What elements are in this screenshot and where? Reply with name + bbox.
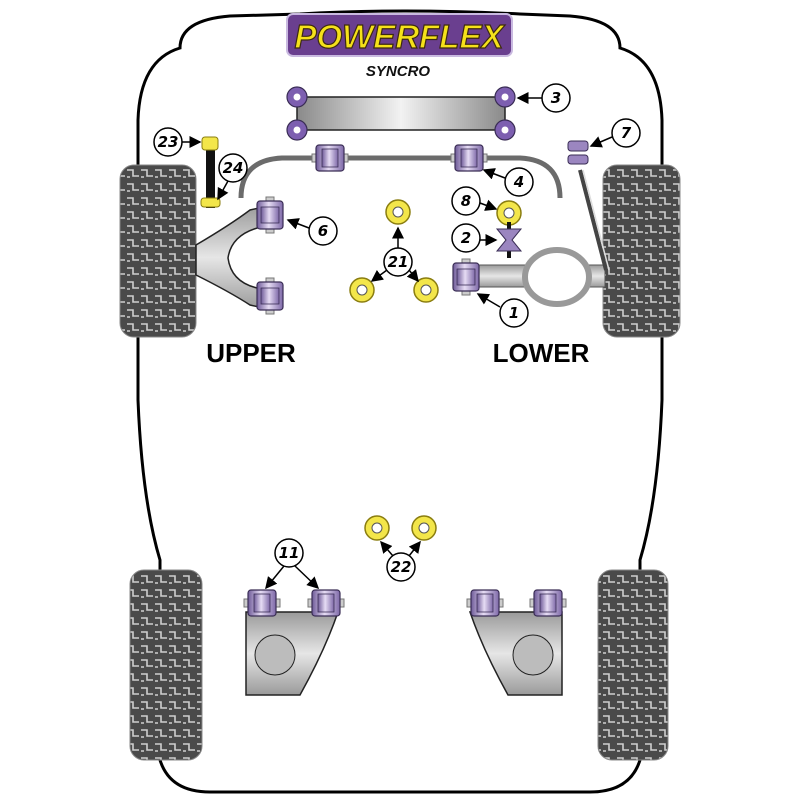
callout-8: 8 bbox=[451, 186, 481, 216]
upper-label: UPPER bbox=[206, 338, 296, 368]
upper-arm-bush-rear bbox=[256, 277, 284, 315]
callout-1: 1 bbox=[499, 298, 529, 328]
svg-text:4: 4 bbox=[513, 173, 524, 191]
svg-text:2: 2 bbox=[461, 229, 471, 247]
anti-roll-bar bbox=[238, 155, 563, 199]
ring-bush-22-right bbox=[411, 515, 437, 541]
strut-top-mount bbox=[567, 140, 610, 271]
drop-link bbox=[200, 136, 221, 208]
svg-text:11: 11 bbox=[279, 544, 300, 562]
front-left-tire bbox=[119, 164, 197, 338]
lower-arm bbox=[452, 247, 606, 307]
callout-4: 4 bbox=[504, 167, 534, 197]
upper-arm-bush-front bbox=[256, 196, 284, 234]
leader-arrows bbox=[182, 92, 613, 590]
svg-text:6: 6 bbox=[318, 222, 328, 240]
front-right-tire bbox=[602, 164, 681, 338]
cone-bush-2 bbox=[495, 222, 523, 258]
callout-21: 21 bbox=[383, 247, 413, 277]
top-link-bar bbox=[286, 86, 516, 141]
lower-label: LOWER bbox=[493, 338, 590, 368]
svg-text:7: 7 bbox=[621, 124, 632, 142]
rear-right-trailing-arm bbox=[466, 589, 567, 696]
callout-22: 22 bbox=[386, 552, 416, 582]
callout-2: 2 bbox=[451, 223, 481, 253]
rear-right-tire bbox=[597, 569, 669, 761]
svg-text:POWERFLEX: POWERFLEX bbox=[294, 18, 505, 55]
svg-text:23: 23 bbox=[158, 133, 179, 151]
callout-3: 3 bbox=[541, 83, 571, 113]
svg-text:1: 1 bbox=[509, 304, 519, 322]
ring-bush-21-right bbox=[413, 277, 439, 303]
callout-6: 6 bbox=[308, 216, 338, 246]
svg-text:21: 21 bbox=[388, 253, 409, 271]
anti-roll-bar-bush-left bbox=[311, 144, 349, 172]
callout-23: 23 bbox=[153, 127, 183, 157]
model-label: SYNCRO bbox=[366, 63, 431, 80]
ring-bush-21-left bbox=[349, 277, 375, 303]
rear-left-tire bbox=[129, 569, 203, 761]
svg-text:3: 3 bbox=[551, 89, 561, 107]
callout-11: 11 bbox=[274, 538, 304, 568]
powerflex-logo: POWERFLEX bbox=[286, 13, 513, 57]
callout-7: 7 bbox=[611, 118, 641, 148]
upper-wishbone bbox=[195, 204, 273, 311]
svg-text:8: 8 bbox=[461, 192, 471, 210]
callout-24: 24 bbox=[218, 153, 248, 183]
anti-roll-bar-bush-right bbox=[450, 144, 488, 172]
svg-text:22: 22 bbox=[391, 558, 412, 576]
ring-bush-22-left bbox=[364, 515, 390, 541]
svg-text:24: 24 bbox=[223, 159, 244, 177]
ring-bush-21-top bbox=[385, 199, 411, 225]
ring-bush-8 bbox=[496, 200, 522, 226]
rear-left-trailing-arm bbox=[243, 589, 345, 696]
